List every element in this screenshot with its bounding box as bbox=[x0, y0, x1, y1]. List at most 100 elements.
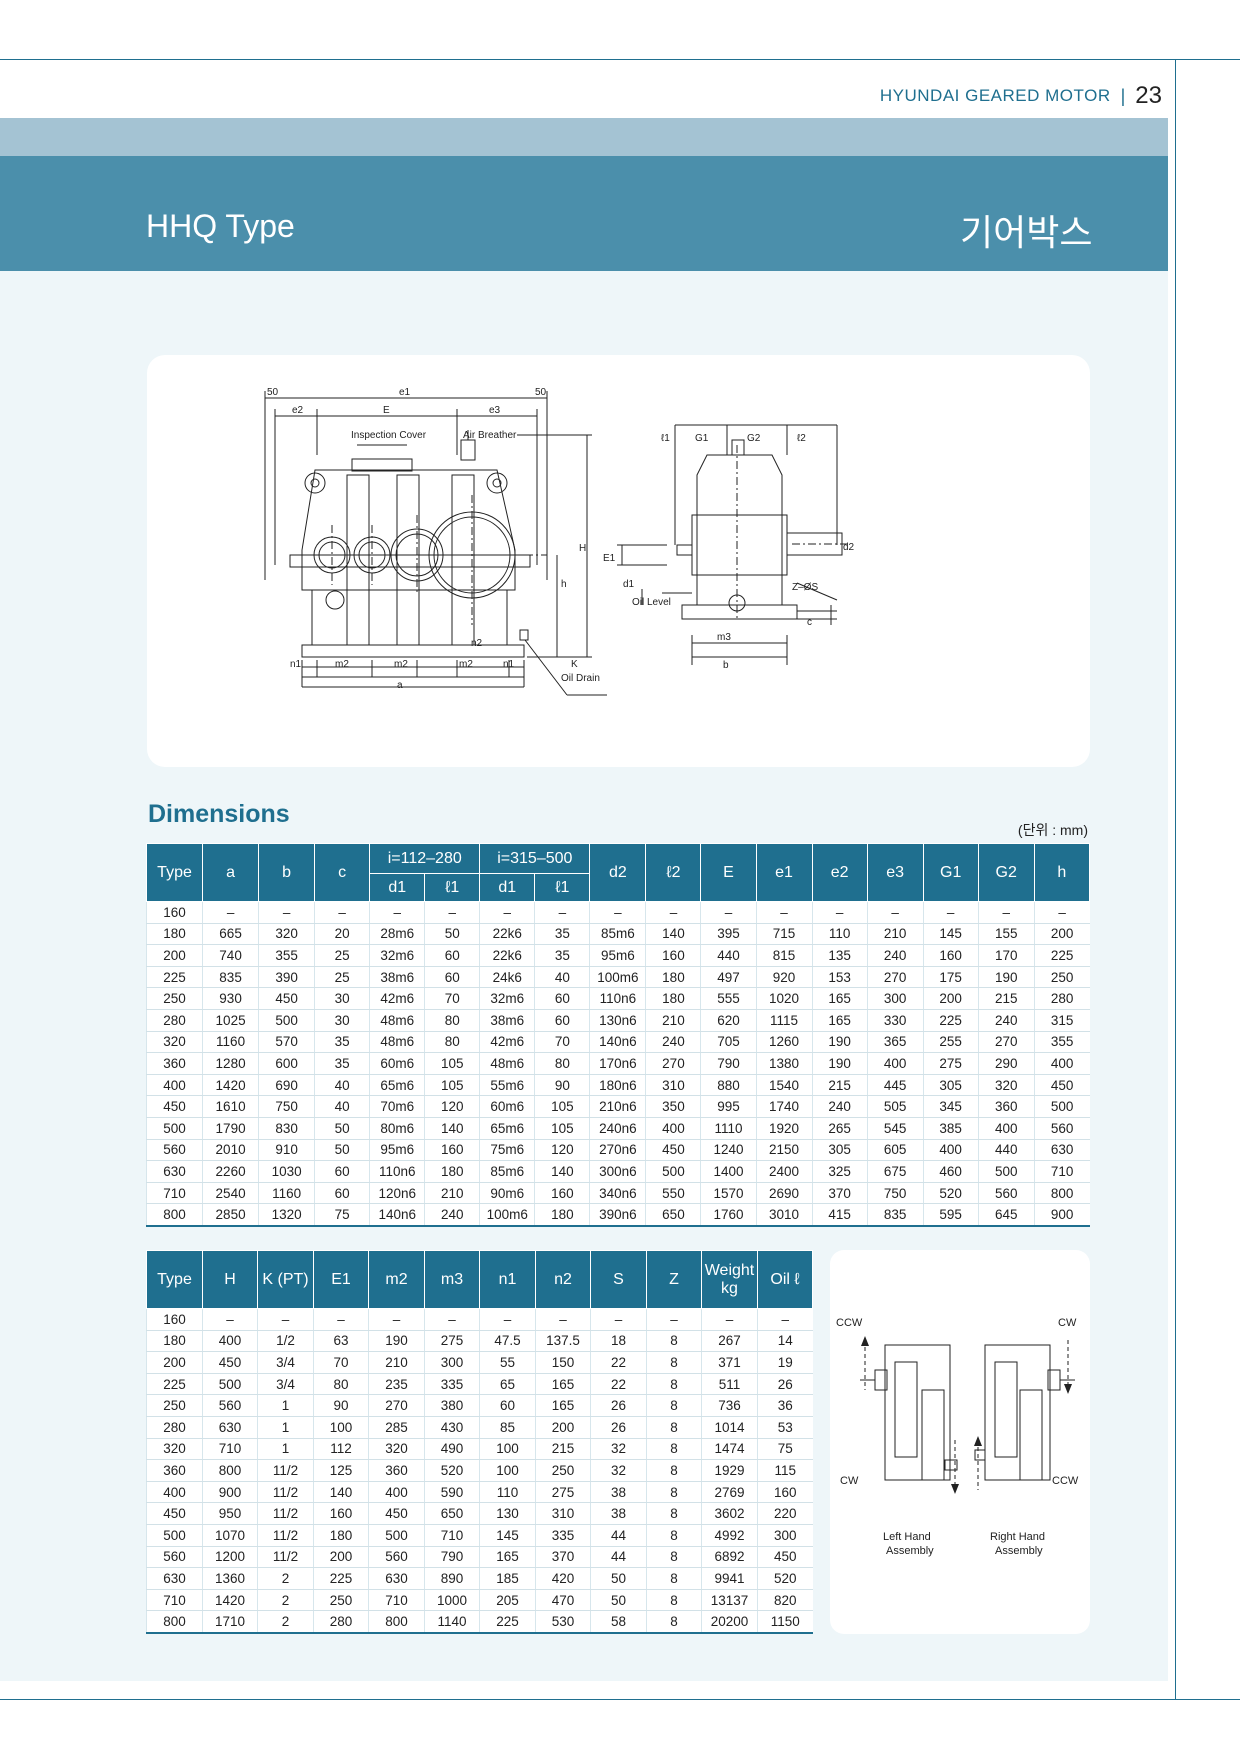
table-cell: 70m6 bbox=[369, 1095, 425, 1118]
table-cell: 145 bbox=[479, 1524, 536, 1547]
table-cell: 240 bbox=[977, 1009, 1035, 1032]
table-cell: 560 bbox=[368, 1546, 425, 1569]
table-cell: 320 bbox=[258, 923, 315, 946]
table-cell: 1160 bbox=[258, 1182, 315, 1205]
table-cell: 215 bbox=[535, 1438, 591, 1461]
table-cell: 450 bbox=[145, 1095, 203, 1118]
drawing-label: Oil Drain bbox=[561, 673, 600, 684]
table-cell: 305 bbox=[811, 1139, 868, 1162]
table-cell: 180 bbox=[645, 987, 701, 1010]
header-cell: h bbox=[1033, 843, 1091, 902]
table-cell: 58 bbox=[590, 1610, 647, 1634]
table-cell: 2540 bbox=[202, 1182, 259, 1205]
table-cell: 325 bbox=[811, 1160, 868, 1183]
table-cell: 44 bbox=[590, 1546, 647, 1569]
table-cell: 3/4 bbox=[257, 1351, 314, 1374]
table-cell: 48m6 bbox=[369, 1009, 425, 1032]
table-cell: 38 bbox=[590, 1502, 647, 1525]
table-cell: 90 bbox=[534, 1074, 590, 1097]
drawing-label: E1 bbox=[603, 553, 616, 564]
table-cell: 460 bbox=[922, 1160, 979, 1183]
table-cell: 270 bbox=[977, 1031, 1035, 1054]
table-cell: 300n6 bbox=[589, 1160, 646, 1183]
table-cell: 40 bbox=[314, 1074, 370, 1097]
table-cell: 270 bbox=[368, 1394, 425, 1417]
table-cell: 25 bbox=[314, 944, 370, 967]
table-cell: – bbox=[479, 1308, 536, 1331]
table-cell: 2400 bbox=[755, 1160, 813, 1183]
table-cell: 8 bbox=[646, 1459, 702, 1482]
table-cell: 630 bbox=[368, 1567, 425, 1590]
table-cell: 1474 bbox=[701, 1438, 758, 1461]
table-cell: 50 bbox=[590, 1589, 647, 1612]
table-cell: 8 bbox=[646, 1481, 702, 1504]
table-cell: 200 bbox=[922, 987, 979, 1010]
table-cell: – bbox=[202, 901, 259, 924]
table-cell: 650 bbox=[645, 1203, 701, 1227]
group-header: i=315–500 bbox=[479, 843, 591, 874]
group-header: i=112–280 bbox=[369, 843, 481, 874]
table-cell: 440 bbox=[977, 1139, 1035, 1162]
drawing-label: G2 bbox=[747, 433, 761, 444]
header-cell: c bbox=[314, 843, 371, 902]
table-cell: 390 bbox=[258, 966, 315, 989]
table-cell: 190 bbox=[977, 966, 1035, 989]
table-cell: 1/2 bbox=[257, 1330, 314, 1353]
table-cell: 140 bbox=[424, 1117, 480, 1140]
table-cell: 180 bbox=[313, 1524, 369, 1547]
table-cell: 85m6 bbox=[589, 923, 646, 946]
drawing-label: n1 bbox=[290, 659, 302, 670]
table-cell: 225 bbox=[146, 1373, 203, 1396]
table-cell: 400 bbox=[922, 1139, 979, 1162]
table-cell: 2850 bbox=[202, 1203, 259, 1227]
table-cell: 560 bbox=[202, 1394, 258, 1417]
table-cell: 275 bbox=[535, 1481, 591, 1504]
drawing-label: G1 bbox=[695, 433, 709, 444]
drawing-label: ℓ1 bbox=[661, 433, 670, 444]
table-cell: 6892 bbox=[701, 1546, 758, 1569]
table-cell: 8 bbox=[646, 1373, 702, 1396]
table-cell: 420 bbox=[535, 1567, 591, 1590]
table-cell: 190 bbox=[811, 1031, 868, 1054]
table-cell: 100m6 bbox=[589, 966, 646, 989]
table-cell: 500 bbox=[977, 1160, 1035, 1183]
table-cell: 165 bbox=[535, 1394, 591, 1417]
drawing-label: 50 bbox=[535, 387, 547, 398]
table-cell: 215 bbox=[977, 987, 1035, 1010]
table-cell: 165 bbox=[811, 987, 868, 1010]
table-cell: – bbox=[590, 1308, 647, 1331]
table-cell: 8 bbox=[646, 1589, 702, 1612]
direction-label: CW bbox=[840, 1475, 859, 1487]
table-cell: 225 bbox=[1033, 944, 1090, 967]
table-cell: 22k6 bbox=[479, 923, 535, 946]
table-cell: 160 bbox=[424, 1139, 480, 1162]
drawing-label: e3 bbox=[489, 405, 501, 416]
table-cell: 400 bbox=[645, 1117, 701, 1140]
table-cell: 555 bbox=[700, 987, 757, 1010]
table-cell: 155 bbox=[977, 923, 1035, 946]
header-cell: d1 bbox=[479, 873, 536, 902]
header-cell: Type bbox=[145, 843, 204, 902]
table-cell: 8 bbox=[646, 1524, 702, 1547]
table-cell: – bbox=[700, 901, 757, 924]
table-cell: 1380 bbox=[755, 1052, 813, 1075]
table-cell: 270 bbox=[645, 1052, 701, 1075]
table-cell: 360 bbox=[146, 1459, 203, 1482]
table-cell: 705 bbox=[700, 1031, 757, 1054]
table-cell: 1070 bbox=[202, 1524, 258, 1547]
table-cell: 275 bbox=[424, 1330, 480, 1353]
table-cell: 360 bbox=[368, 1459, 425, 1482]
header-cell: Weight kg bbox=[701, 1250, 758, 1309]
table-cell: 137.5 bbox=[535, 1330, 591, 1353]
table-cell: 520 bbox=[424, 1459, 480, 1482]
table-cell: 180n6 bbox=[589, 1074, 646, 1097]
header-cell: ℓ2 bbox=[645, 843, 702, 902]
table-cell: 110 bbox=[479, 1481, 536, 1504]
table-cell: 736 bbox=[701, 1394, 758, 1417]
table-cell: 300 bbox=[757, 1524, 813, 1547]
